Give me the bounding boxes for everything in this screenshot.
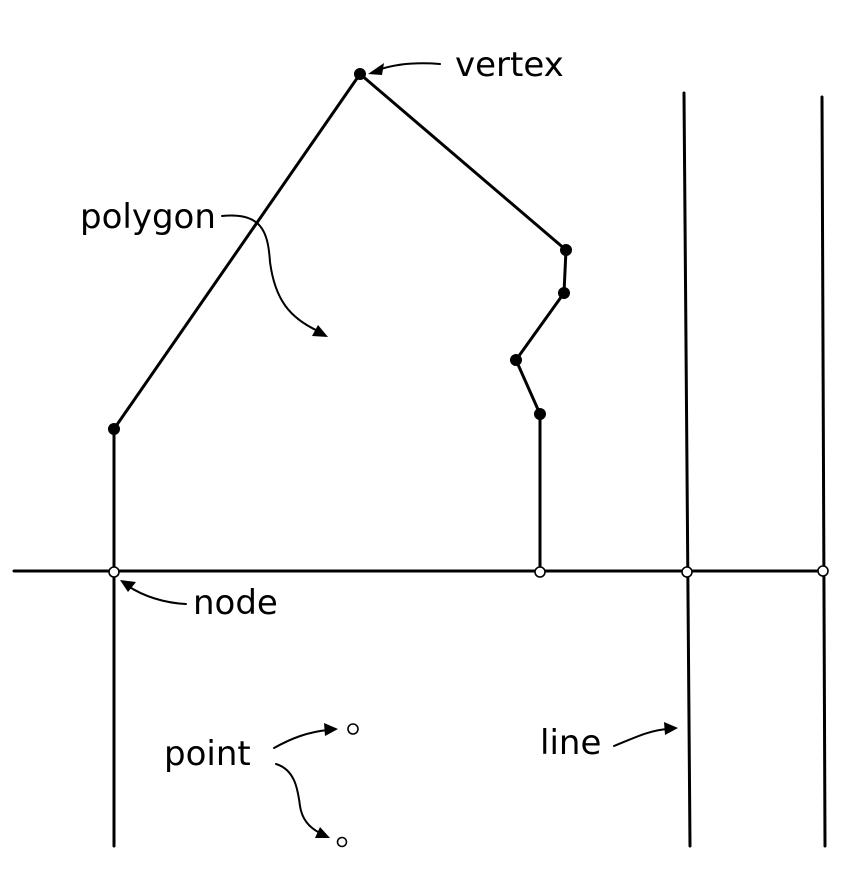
polygon-boundary bbox=[112, 72, 568, 431]
point-leader-upper bbox=[273, 729, 329, 749]
node-dot bbox=[681, 566, 693, 578]
vertex-arrowhead bbox=[368, 63, 384, 75]
point-arrowhead-upper bbox=[324, 723, 338, 736]
vertex-label: vertex bbox=[455, 45, 564, 85]
vertex-dot bbox=[560, 244, 572, 256]
point-label: point bbox=[164, 734, 251, 774]
vertical-line-right-b bbox=[820, 95, 827, 848]
vertex-dot bbox=[534, 408, 546, 420]
vertex-dot bbox=[108, 423, 120, 435]
point-leader-lower bbox=[275, 763, 321, 834]
point-dot bbox=[347, 723, 359, 735]
polygon-arrowhead bbox=[312, 325, 328, 337]
vertical-line-right-a bbox=[682, 91, 692, 848]
line-arrowhead bbox=[664, 722, 678, 735]
vertex-dot bbox=[558, 287, 570, 299]
node-dot bbox=[108, 566, 120, 578]
point-arrowhead-lower bbox=[315, 827, 330, 838]
line-label: line bbox=[540, 723, 601, 763]
line-leader bbox=[613, 728, 669, 747]
node-dot bbox=[817, 565, 829, 577]
polygon-label: polygon bbox=[80, 197, 216, 237]
node-leader bbox=[127, 585, 187, 605]
point-dot bbox=[336, 836, 348, 848]
vertex-leader bbox=[377, 62, 441, 71]
vertex-dot bbox=[354, 68, 366, 80]
polygon-leader bbox=[221, 214, 319, 332]
vertex-dot bbox=[510, 354, 522, 366]
node-label: node bbox=[193, 583, 278, 623]
node-dot bbox=[534, 566, 546, 578]
node-arrowhead bbox=[120, 580, 136, 592]
